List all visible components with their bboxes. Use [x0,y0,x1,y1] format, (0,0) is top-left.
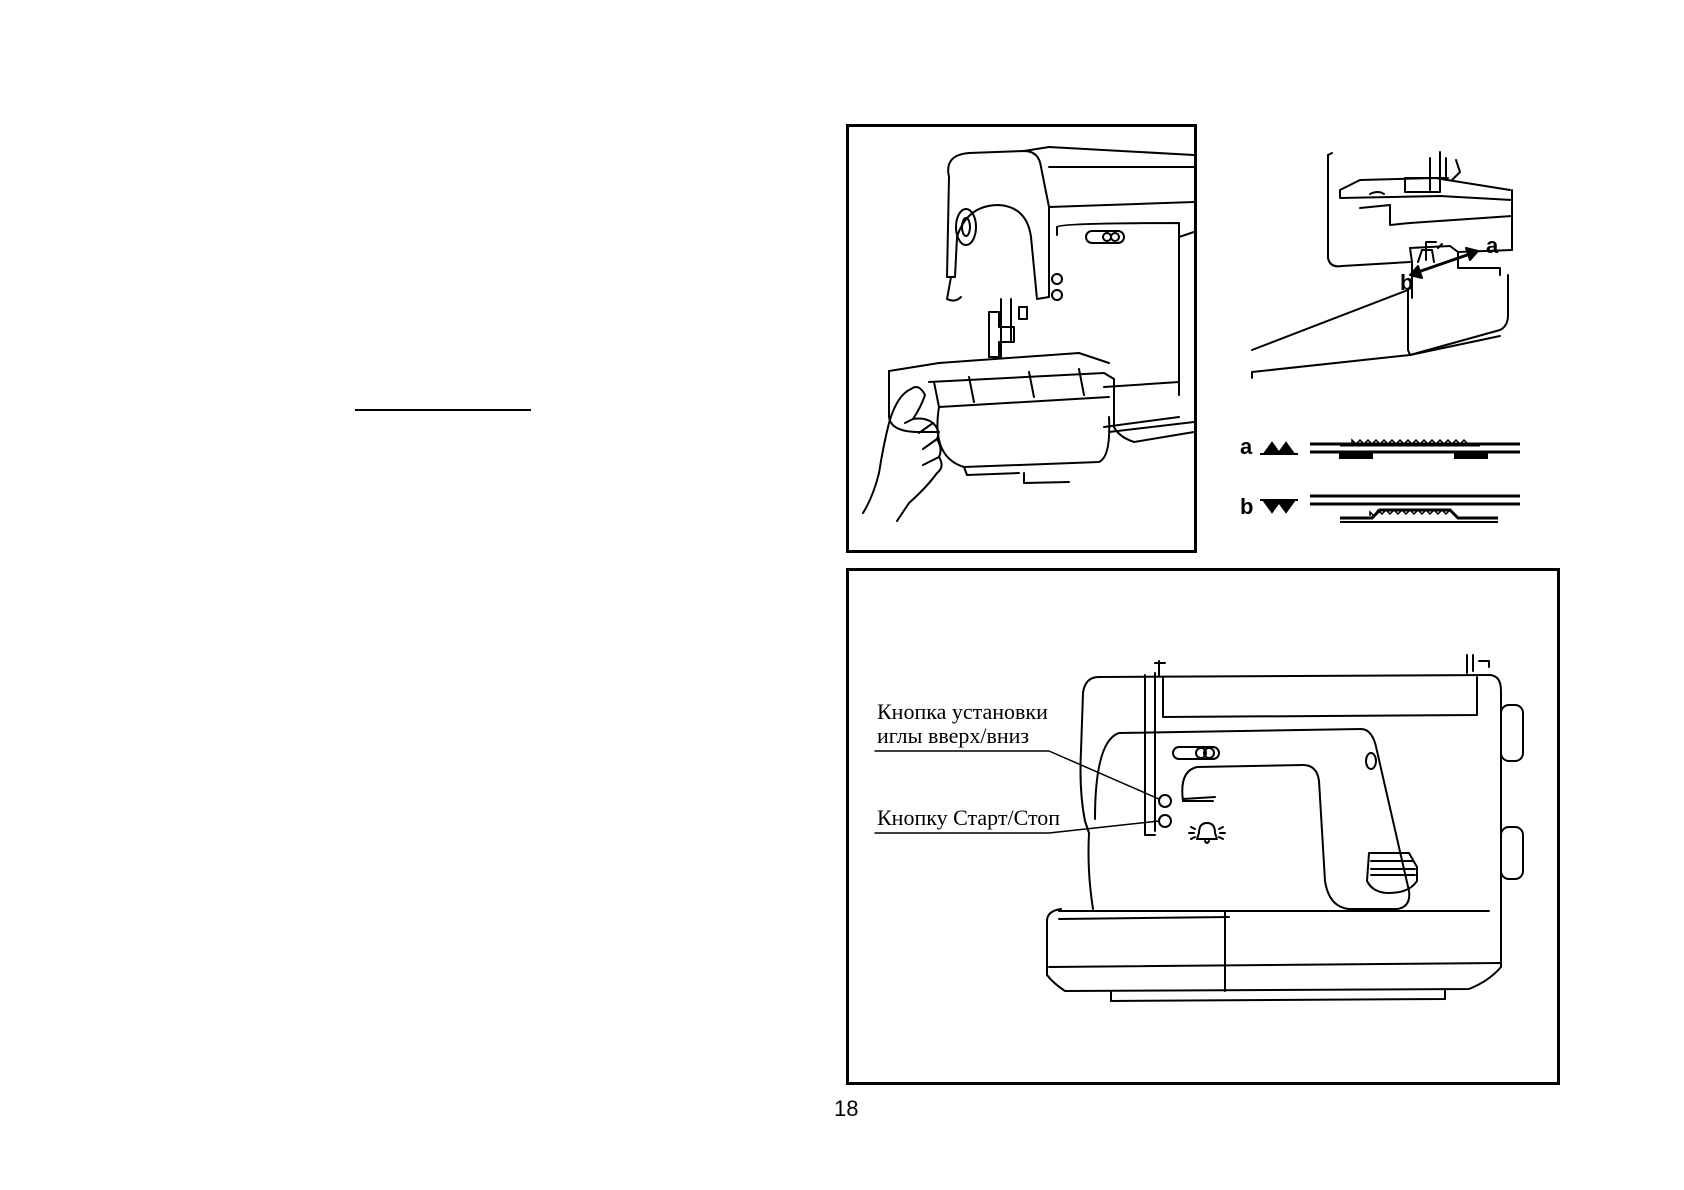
lever-label-b: b [1400,270,1413,295]
raise-arrow-icon [1276,441,1296,455]
callout-needle-up-down-line1: Кнопка установки [877,699,1048,724]
legend-row-b-label: b [1240,494,1253,519]
feed-dog-legend: a b [1240,434,1520,523]
raise-arrow-icon [1262,441,1282,455]
extension-table-illustration [862,146,1195,522]
lower-arrow-icon [1276,500,1296,514]
page-number: 18 [834,1096,859,1121]
figure-machine-front: Кнопка установки иглы вверх/вниз Кнопку … [846,568,1560,1085]
feed-dog-lever-detail: a b [1251,151,1513,379]
lever-label-a: a [1486,233,1499,258]
legend-row-a-label: a [1240,434,1253,459]
lower-arrow-icon [1262,500,1282,514]
section-rule [355,409,531,411]
bell-icon [1188,822,1226,844]
machine-front-illustration: Кнопка установки иглы вверх/вниз Кнопку … [874,654,1524,1002]
callout-needle-up-down-line2: иглы вверх/вниз [877,723,1029,748]
figure-extension-table [846,124,1197,553]
callout-start-stop: Кнопку Старт/Стоп [877,805,1060,830]
